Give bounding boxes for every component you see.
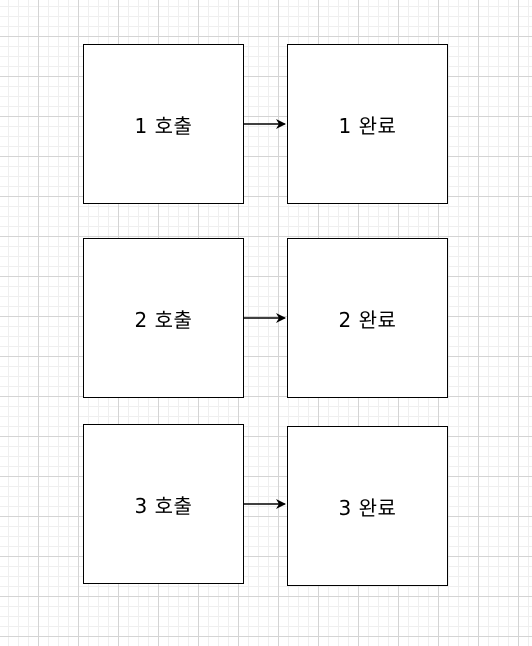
call-node-label: 1 호출 <box>134 113 193 138</box>
done-node-3[interactable]: 3 완료 <box>287 426 448 586</box>
done-node-label: 1 완료 <box>338 113 397 138</box>
done-node-1[interactable]: 1 완료 <box>287 44 448 204</box>
done-node-label: 2 완료 <box>338 307 397 332</box>
call-node-3[interactable]: 3 호출 <box>83 424 244 584</box>
call-node-1[interactable]: 1 호출 <box>83 44 244 204</box>
done-node-2[interactable]: 2 완료 <box>287 238 448 398</box>
call-node-2[interactable]: 2 호출 <box>83 238 244 398</box>
call-node-label: 3 호출 <box>134 493 193 518</box>
call-node-label: 2 호출 <box>134 307 193 332</box>
done-node-label: 3 완료 <box>338 495 397 520</box>
